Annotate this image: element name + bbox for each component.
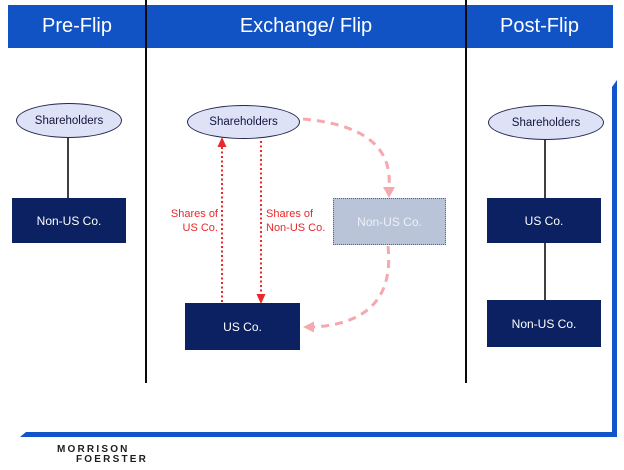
post-flip-us-co-box: US Co.: [487, 198, 601, 243]
column-divider: [145, 0, 147, 383]
morrison-foerster-logo: MORRISON FOERSTER: [57, 445, 148, 464]
exchange-non-us-co-ghost-box: Non-US Co.: [333, 198, 446, 245]
label-line: Shares of: [266, 208, 314, 220]
label-line: Shares of: [170, 208, 218, 220]
column-header-post-flip: Post-Flip: [500, 15, 579, 37]
column-header-pre-flip: Pre-Flip: [41, 15, 112, 37]
pre-flip-shareholders-ellipse: Shareholders: [16, 103, 122, 138]
pink-dashed-arrow-shareholders-to-nonus: [302, 117, 395, 198]
header-bar: Pre-Flip Exchange/ Flip Post-Flip: [8, 5, 613, 48]
red-dotted-arrow-down: [256, 141, 266, 304]
logo-line-2: FOERSTER: [76, 453, 149, 465]
label-line: US Co.: [182, 222, 218, 234]
label-line: Non-US Co.: [266, 222, 326, 234]
label-shares-of-us-co: Shares of US Co.: [148, 207, 218, 235]
logo-line-1: MORRISON: [57, 444, 130, 455]
exchange-us-co-box: US Co.: [185, 303, 300, 350]
red-dotted-arrow-up: [217, 137, 227, 303]
post-flip-non-us-co-box: Non-US Co.: [487, 300, 601, 347]
label-shares-of-non-us-co: Shares of Non-US Co.: [266, 207, 346, 235]
post-flip-shareholders-ellipse: Shareholders: [488, 105, 604, 140]
pre-flip-non-us-co-box: Non-US Co.: [12, 198, 126, 243]
column-header-exchange-flip: Exchange/ Flip: [239, 15, 373, 37]
exchange-shareholders-ellipse: Shareholders: [187, 105, 300, 139]
pink-dashed-arrow-nonus-to-us: [303, 245, 391, 333]
column-divider: [465, 0, 467, 383]
